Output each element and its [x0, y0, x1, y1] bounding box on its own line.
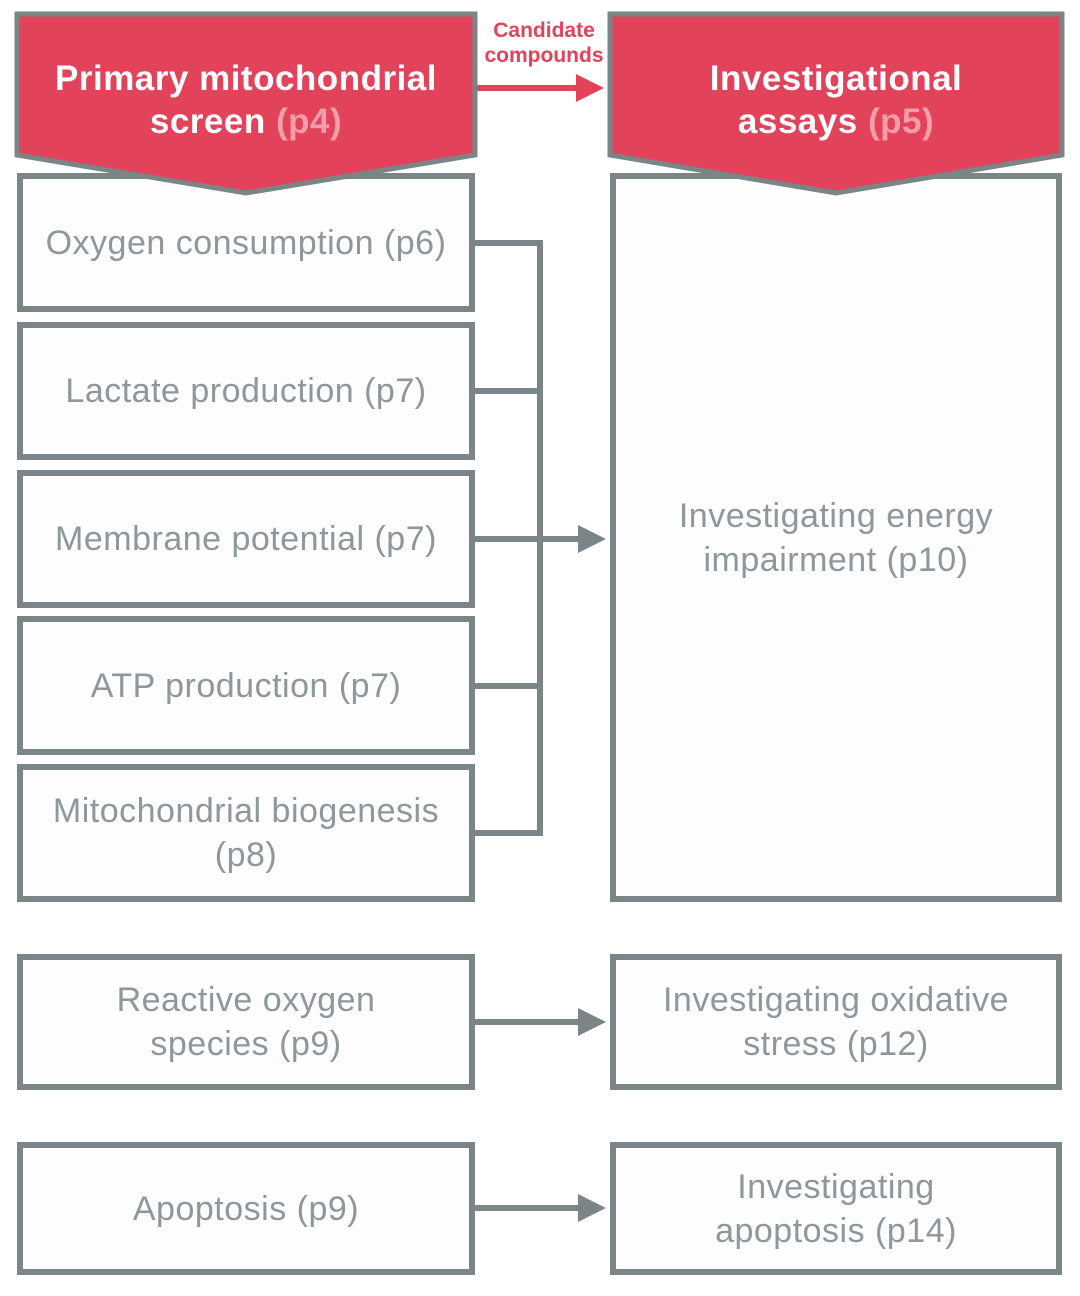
assay-box-investigating-apoptosis: Investigating apoptosis (p14)	[610, 1142, 1062, 1275]
box-label: Mitochondrial biogenesis (p8)	[52, 792, 440, 874]
box-label: ATP production (p7)	[90, 666, 402, 705]
assay-box-energy-impairment: Investigating energy impairment (p10)	[610, 173, 1062, 902]
label-line: compounds	[484, 44, 604, 67]
arrowhead-icon	[578, 1194, 606, 1222]
assay-box-oxidative-stress: Investigating oxidative stress (p12)	[610, 954, 1062, 1090]
box-label: Lactate production (p7)	[65, 372, 427, 410]
investigational-assays-banner	[607, 11, 1065, 196]
box-label: Reactive oxygen	[116, 981, 376, 1019]
box-label: stress (p12)	[743, 1025, 929, 1063]
oxidative-stress-arrow	[470, 1008, 606, 1036]
energy-impairment-arrow	[470, 525, 606, 553]
screen-box-atp-production: ATP production (p7)	[17, 616, 475, 755]
primary-screen-banner	[14, 11, 478, 196]
box-label: Investigating	[737, 1167, 935, 1206]
box-label: species (p9)	[150, 1025, 342, 1063]
page-reference: (p5)	[867, 102, 935, 141]
candidate-compounds-arrow	[474, 74, 604, 102]
primary-screen-banner-title: Primary mitochondrial screen (p4)	[17, 14, 475, 186]
screen-box-membrane-potential: Membrane potential (p7)	[17, 470, 475, 608]
arrowhead-icon	[576, 74, 604, 102]
label-line: Candidate	[493, 19, 595, 42]
screen-box-apoptosis: Apoptosis (p9)	[17, 1142, 475, 1275]
box-label: Oxygen consumption (p6)	[45, 223, 447, 262]
banner-title-line: screen (p4)	[150, 100, 342, 143]
page-reference: (p4)	[275, 102, 343, 141]
banner-title-line: Primary mitochondrial	[55, 59, 437, 98]
arrowhead-icon	[578, 525, 606, 553]
screen-box-lactate-production: Lactate production (p7)	[17, 322, 475, 460]
screen-box-mitochondrial-biogenesis: Mitochondrial biogenesis (p8)	[17, 764, 475, 902]
investigational-assays-banner-title: Investigational assays (p5)	[610, 14, 1062, 186]
arrowhead-icon	[578, 1008, 606, 1036]
box-label: Membrane potential (p7)	[55, 520, 437, 558]
screen-box-reactive-oxygen-species: Reactive oxygen species (p9)	[17, 954, 475, 1090]
banner-title-text: screen	[149, 102, 266, 141]
box-label: apoptosis (p14)	[715, 1211, 957, 1250]
box-label: Investigating oxidative	[662, 981, 1010, 1019]
apoptosis-arrow	[470, 1194, 606, 1222]
box-label: Investigating energy	[678, 496, 994, 535]
banner-title-line: Investigational	[709, 59, 963, 98]
banner-title-text: assays	[737, 102, 858, 141]
banner-title-line: assays (p5)	[738, 100, 934, 143]
screen-box-oxygen-consumption: Oxygen consumption (p6)	[17, 173, 475, 312]
box-label: impairment (p10)	[703, 540, 969, 579]
box-label: Apoptosis (p9)	[132, 1189, 360, 1228]
candidate-compounds-label: Candidate compounds	[468, 18, 620, 68]
